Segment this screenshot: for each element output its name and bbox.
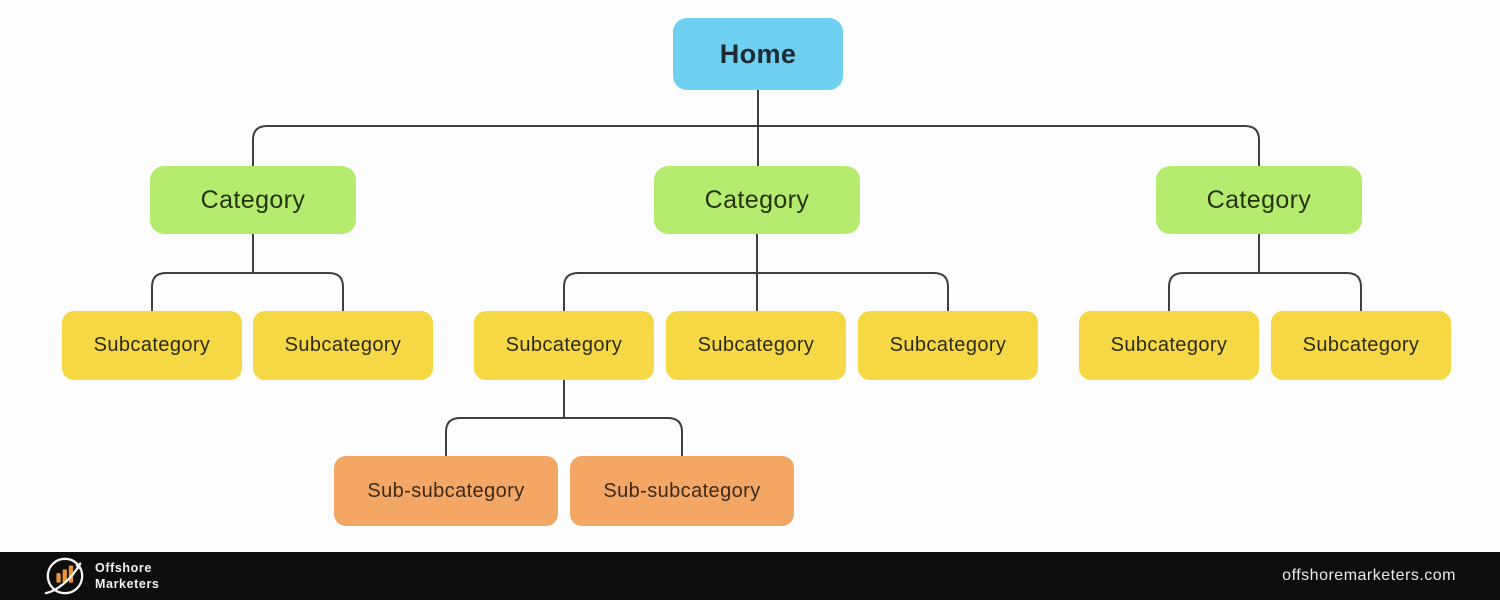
node-subcategory-4: Subcategory (666, 311, 846, 380)
connector-cat1-bracket (151, 272, 344, 312)
node-category-3: Category (1156, 166, 1362, 234)
connector-level1-bracket (252, 125, 1260, 167)
connector-cat3-bracket (1168, 272, 1362, 312)
connector-sub3-bracket (445, 417, 683, 457)
node-subcategory-5: Subcategory (858, 311, 1038, 380)
brand-name-line1: Offshore (95, 560, 152, 575)
node-subcategory-6: Subcategory (1079, 311, 1259, 380)
connector-cat2-bracket (563, 272, 949, 312)
node-sub-subcategory-2: Sub-subcategory (570, 456, 794, 526)
node-sub-subcategory-1: Sub-subcategory (334, 456, 558, 526)
node-subcategory-3: Subcategory (474, 311, 654, 380)
footer-bar: Offshore Marketers offshoremarketers.com (0, 552, 1500, 600)
footer-website: offshoremarketers.com (1282, 567, 1456, 584)
brand-name: Offshore Marketers (95, 560, 159, 593)
node-subcategory-2: Subcategory (253, 311, 433, 380)
node-home: Home (673, 18, 843, 90)
offshore-marketers-logo-icon (44, 555, 86, 597)
node-category-1: Category (150, 166, 356, 234)
brand: Offshore Marketers (44, 555, 159, 597)
node-subcategory-1: Subcategory (62, 311, 242, 380)
node-category-2: Category (654, 166, 860, 234)
brand-name-line2: Marketers (95, 577, 160, 591)
node-subcategory-7: Subcategory (1271, 311, 1451, 380)
